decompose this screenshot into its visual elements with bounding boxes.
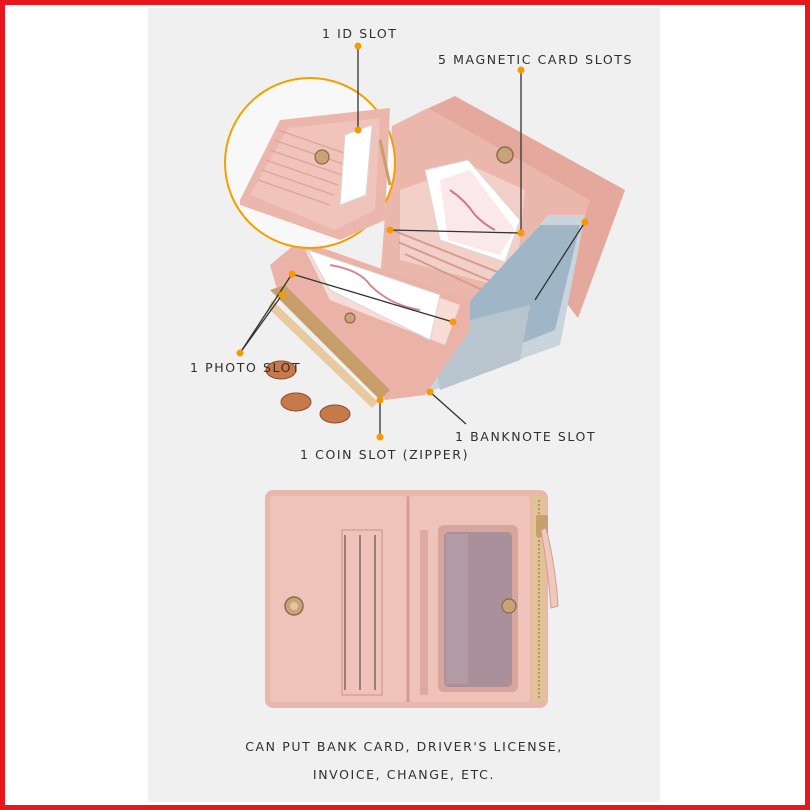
callout-lines bbox=[239, 46, 586, 437]
cards bbox=[424, 159, 521, 263]
callout-photo-slot: 1 PHOTO SLOT bbox=[190, 360, 302, 375]
caption-line-1: CAN PUT BANK CARD, DRIVER'S LICENSE, bbox=[245, 739, 563, 754]
id-slot-inset bbox=[224, 77, 396, 249]
callout-dots bbox=[236, 42, 589, 441]
callout-magnetic-card-slots: 5 MAGNETIC CARD SLOTS bbox=[438, 52, 634, 67]
flat-wallet-photo bbox=[265, 490, 559, 708]
callout-banknote-slot: 1 BANKNOTE SLOT bbox=[455, 429, 597, 444]
callout-id-slot: 1 ID SLOT bbox=[322, 26, 398, 41]
callout-coin-slot: 1 COIN SLOT (ZIPPER) bbox=[300, 447, 470, 462]
open-wallet-photo bbox=[265, 96, 625, 424]
caption-line-2: INVOICE, CHANGE, ETC. bbox=[312, 767, 496, 782]
coins bbox=[265, 360, 351, 424]
